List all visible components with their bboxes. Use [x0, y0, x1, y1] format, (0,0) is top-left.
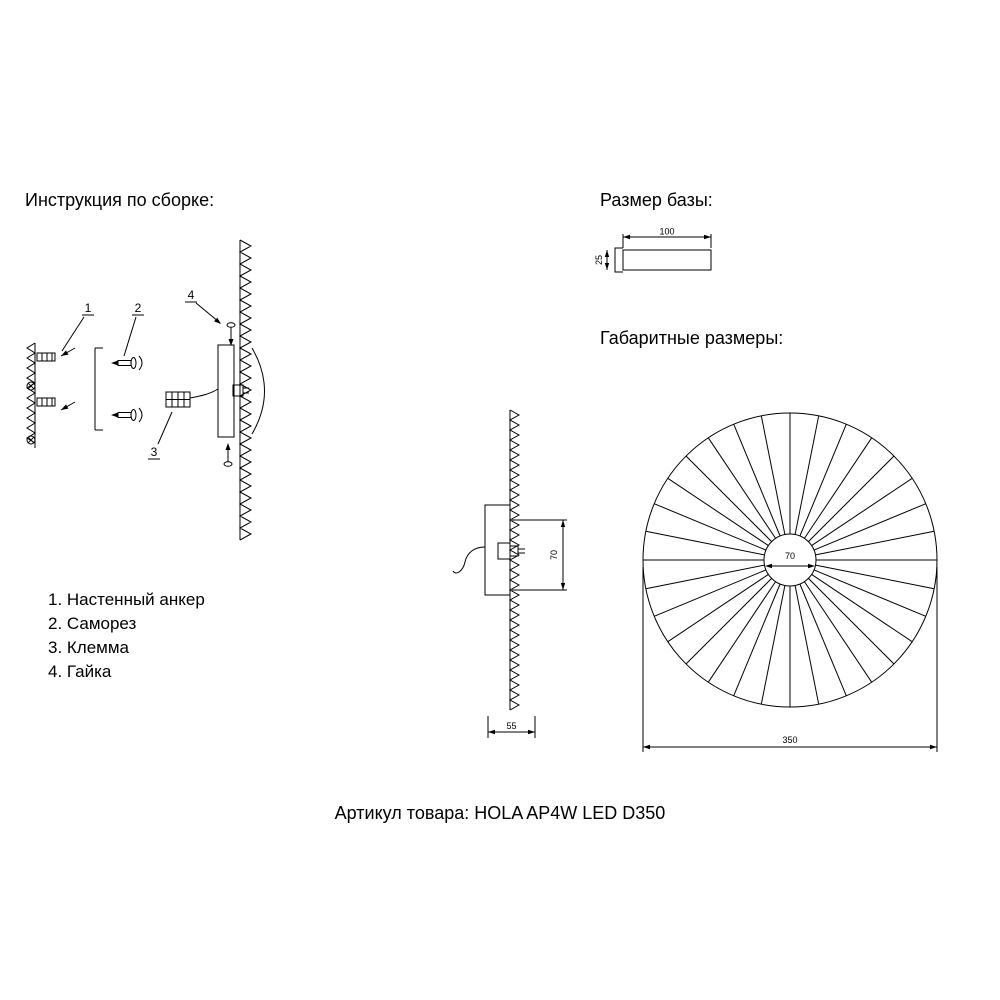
mounting-plate: [217, 344, 235, 438]
assembly-callouts: 1 2 3 4: [85, 288, 195, 459]
base-size-drawing: 100 25: [594, 227, 712, 273]
side-view-drawing: 70 55: [452, 409, 567, 738]
parts-list-item: 4. Гайка: [48, 662, 112, 681]
diameter-dim-label: 350: [782, 735, 797, 745]
article-text: Артикул товара: HOLA AP4W LED D350: [334, 803, 666, 823]
front-rays: [643, 413, 937, 707]
shade-arc: [251, 347, 265, 435]
leader-4: [195, 302, 220, 323]
side-depth-dim-label: 55: [506, 721, 516, 731]
bottom-screw-head: [223, 461, 233, 467]
base-linework: [606, 234, 712, 273]
side-wall-hatch: [508, 409, 521, 711]
anchor-top: [36, 352, 56, 362]
callout-3: 3: [151, 445, 158, 459]
overall-dimensions-heading: Габаритные размеры:: [600, 328, 784, 348]
assembly-linework: [26, 239, 265, 541]
screw-bottom: [117, 412, 132, 418]
parts-list-item: 2. Саморез: [48, 614, 137, 633]
side-wire: [452, 546, 486, 574]
parts-list-item: 1. Настенный анкер: [48, 590, 205, 609]
leader-3: [157, 411, 173, 445]
anchor-bottom: [36, 397, 56, 407]
callout-1: 1: [85, 301, 92, 315]
leader-2: [123, 316, 137, 357]
hub-dim-label: 70: [785, 551, 795, 561]
base-rect: [622, 249, 712, 271]
base-width-dim-label: 100: [659, 227, 674, 237]
assembly-heading: Инструкция по сборке:: [25, 190, 215, 210]
callout-4: 4: [188, 288, 195, 302]
leader-1: [61, 316, 85, 352]
base-arrowheads: [604, 234, 711, 270]
side-height-dim-label: 70: [549, 550, 559, 560]
base-size-heading: Размер базы:: [600, 190, 713, 210]
plate-bolt: [232, 384, 244, 397]
wall-hatch: [238, 239, 253, 541]
front-arrowheads: [643, 563, 937, 750]
anchor-wall-hatch: [26, 342, 36, 444]
parts-list-item: 3. Клемма: [48, 638, 130, 657]
side-linework: [452, 409, 567, 738]
screw-top: [117, 360, 132, 366]
side-socket: [497, 542, 511, 560]
side-arrowheads: [488, 520, 566, 735]
screw-head-front-top: [26, 381, 36, 391]
base-clip: [614, 247, 623, 273]
wire: [189, 388, 219, 399]
assembly-arrowheads: [61, 317, 234, 450]
side-bolt-nut: [509, 545, 519, 557]
top-screw-head: [226, 322, 236, 328]
assembly-diagram: 1 2 3 4: [26, 239, 265, 541]
callout-2: 2: [135, 301, 142, 315]
screw-head-front-bottom: [26, 435, 36, 445]
base-depth-dim-label: 25: [594, 255, 604, 265]
front-linework: [642, 412, 938, 752]
front-view-drawing: 70 350: [642, 412, 938, 752]
parts-list: 1. Настенный анкер 2. Саморез 3. Клемма …: [48, 588, 205, 684]
